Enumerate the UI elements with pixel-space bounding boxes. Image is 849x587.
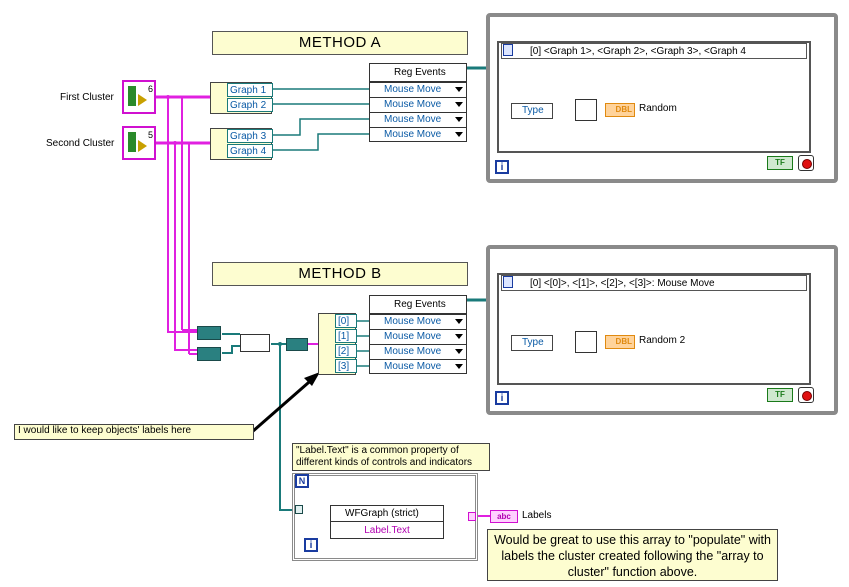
property-name[interactable]: Label.Text xyxy=(364,525,410,536)
event-row[interactable]: Mouse Move xyxy=(370,97,466,112)
case-selector-label: [0] <[0]>, <[1]>, <[2]>, <[3]>: Mouse Mo… xyxy=(530,278,715,289)
event-row[interactable]: Mouse Move xyxy=(370,82,466,97)
event-row[interactable]: Mouse Move xyxy=(370,344,466,359)
first-cluster-label: First Cluster xyxy=(60,92,114,103)
event-label: Mouse Move xyxy=(384,84,442,95)
event-structure-a[interactable]: [0] <Graph 1>, <Graph 2>, <Graph 3>, <Gr… xyxy=(497,41,811,153)
input-tunnel xyxy=(295,505,303,514)
unbundle-node-1[interactable]: Graph 1 Graph 2 xyxy=(210,82,273,114)
unbundle-by-index-node[interactable]: [0] [1] [2] [3] xyxy=(318,313,357,375)
reference-terminal-1[interactable] xyxy=(197,326,221,340)
loop-count-terminal: N xyxy=(295,474,309,488)
event-row[interactable]: Mouse Move xyxy=(370,112,466,127)
while-loop-a[interactable] xyxy=(486,13,838,183)
cluster-icon xyxy=(128,86,136,106)
property-class: WFGraph (strict) xyxy=(331,506,443,522)
second-cluster-count: 5 xyxy=(148,130,154,140)
iteration-terminal-b: i xyxy=(495,391,509,405)
dice-icon xyxy=(575,99,597,121)
event-label: Mouse Move xyxy=(384,346,442,357)
event-row[interactable]: Mouse Move xyxy=(370,359,466,374)
event-label: Mouse Move xyxy=(384,114,442,125)
comment-keep-labels: I would like to keep objects' labels her… xyxy=(14,424,254,440)
bundle-item: Graph 1 xyxy=(227,83,273,97)
dropdown-icon xyxy=(455,334,463,339)
bundle-item: Graph 2 xyxy=(227,98,273,112)
event-label: Mouse Move xyxy=(384,316,442,327)
stop-icon[interactable] xyxy=(798,155,814,171)
comment-label-text: "Label.Text" is a common property of dif… xyxy=(292,443,490,471)
second-cluster-label: Second Cluster xyxy=(46,138,115,149)
type-label: Type xyxy=(522,105,544,116)
dbl-indicator-a: DBL xyxy=(605,103,635,117)
hourglass-icon xyxy=(503,44,513,56)
dice-icon xyxy=(575,331,597,353)
case-selector-label: [0] <Graph 1>, <Graph 2>, <Graph 3>, <Gr… xyxy=(530,46,746,57)
random-label-a: Random xyxy=(639,103,677,114)
stop-icon[interactable] xyxy=(798,387,814,403)
while-loop-b[interactable] xyxy=(486,245,838,415)
reference-terminal-2[interactable] xyxy=(197,347,221,361)
dropdown-icon xyxy=(455,117,463,122)
dropdown-icon xyxy=(455,349,463,354)
reg-events-header: Reg Events xyxy=(370,296,466,314)
index-item: [3] xyxy=(335,359,357,373)
type-node-a[interactable]: Type xyxy=(511,103,553,119)
event-structure-b[interactable]: [0] <[0]>, <[1]>, <[2]>, <[3]>: Mouse Mo… xyxy=(497,273,811,385)
tf-constant-b[interactable]: TF xyxy=(767,388,793,402)
type-node-b[interactable]: Type xyxy=(511,335,553,351)
method-b-title: METHOD B xyxy=(212,262,468,286)
event-row[interactable]: Mouse Move xyxy=(370,314,466,329)
tf-constant-a[interactable]: TF xyxy=(767,156,793,170)
case-selector-a[interactable]: [0] <Graph 1>, <Graph 2>, <Graph 3>, <Gr… xyxy=(501,43,807,59)
bundle-item: Graph 3 xyxy=(227,129,273,143)
dropdown-icon xyxy=(455,102,463,107)
type-label: Type xyxy=(522,337,544,348)
event-label: Mouse Move xyxy=(384,361,442,372)
reg-events-node-a[interactable]: Reg Events Mouse Move Mouse Move Mouse M… xyxy=(369,63,467,142)
index-item: [1] xyxy=(335,329,357,343)
array-to-cluster-icon[interactable] xyxy=(286,338,308,351)
hourglass-icon xyxy=(503,276,513,288)
dropdown-icon xyxy=(455,319,463,324)
dropdown-icon xyxy=(455,87,463,92)
comment-populate-cluster: Would be great to use this array to "pop… xyxy=(487,529,778,581)
event-row[interactable]: Mouse Move xyxy=(370,329,466,344)
second-cluster-terminal[interactable]: 5 xyxy=(122,126,156,160)
dbl-indicator-b: DBL xyxy=(605,335,635,349)
unbundle-node-2[interactable]: Graph 3 Graph 4 xyxy=(210,128,273,160)
index-item: [0] xyxy=(335,314,357,328)
property-node[interactable]: WFGraph (strict) Label.Text xyxy=(330,505,444,539)
event-label: Mouse Move xyxy=(384,331,442,342)
event-row[interactable]: Mouse Move xyxy=(370,127,466,142)
index-item: [2] xyxy=(335,344,357,358)
reg-events-node-b[interactable]: Reg Events Mouse Move Mouse Move Mouse M… xyxy=(369,295,467,374)
play-arrow-icon xyxy=(138,140,147,152)
for-loop-iteration-terminal: i xyxy=(304,538,318,552)
output-tunnel xyxy=(468,512,476,521)
build-array-icon[interactable] xyxy=(240,334,270,352)
first-cluster-count: 6 xyxy=(148,84,154,94)
iteration-terminal-a: i xyxy=(495,160,509,174)
method-a-title: METHOD A xyxy=(212,31,468,55)
labels-indicator[interactable]: abc xyxy=(490,510,518,523)
event-label: Mouse Move xyxy=(384,99,442,110)
event-label: Mouse Move xyxy=(384,129,442,140)
dropdown-icon xyxy=(455,132,463,137)
cluster-icon xyxy=(128,132,136,152)
random-label-b: Random 2 xyxy=(639,335,686,346)
play-arrow-icon xyxy=(138,94,147,106)
bundle-item: Graph 4 xyxy=(227,144,273,158)
reg-events-header: Reg Events xyxy=(370,64,466,82)
case-selector-b[interactable]: [0] <[0]>, <[1]>, <[2]>, <[3]>: Mouse Mo… xyxy=(501,275,807,291)
first-cluster-terminal[interactable]: 6 xyxy=(122,80,156,114)
dropdown-icon xyxy=(455,364,463,369)
labels-indicator-label: Labels xyxy=(522,510,552,521)
